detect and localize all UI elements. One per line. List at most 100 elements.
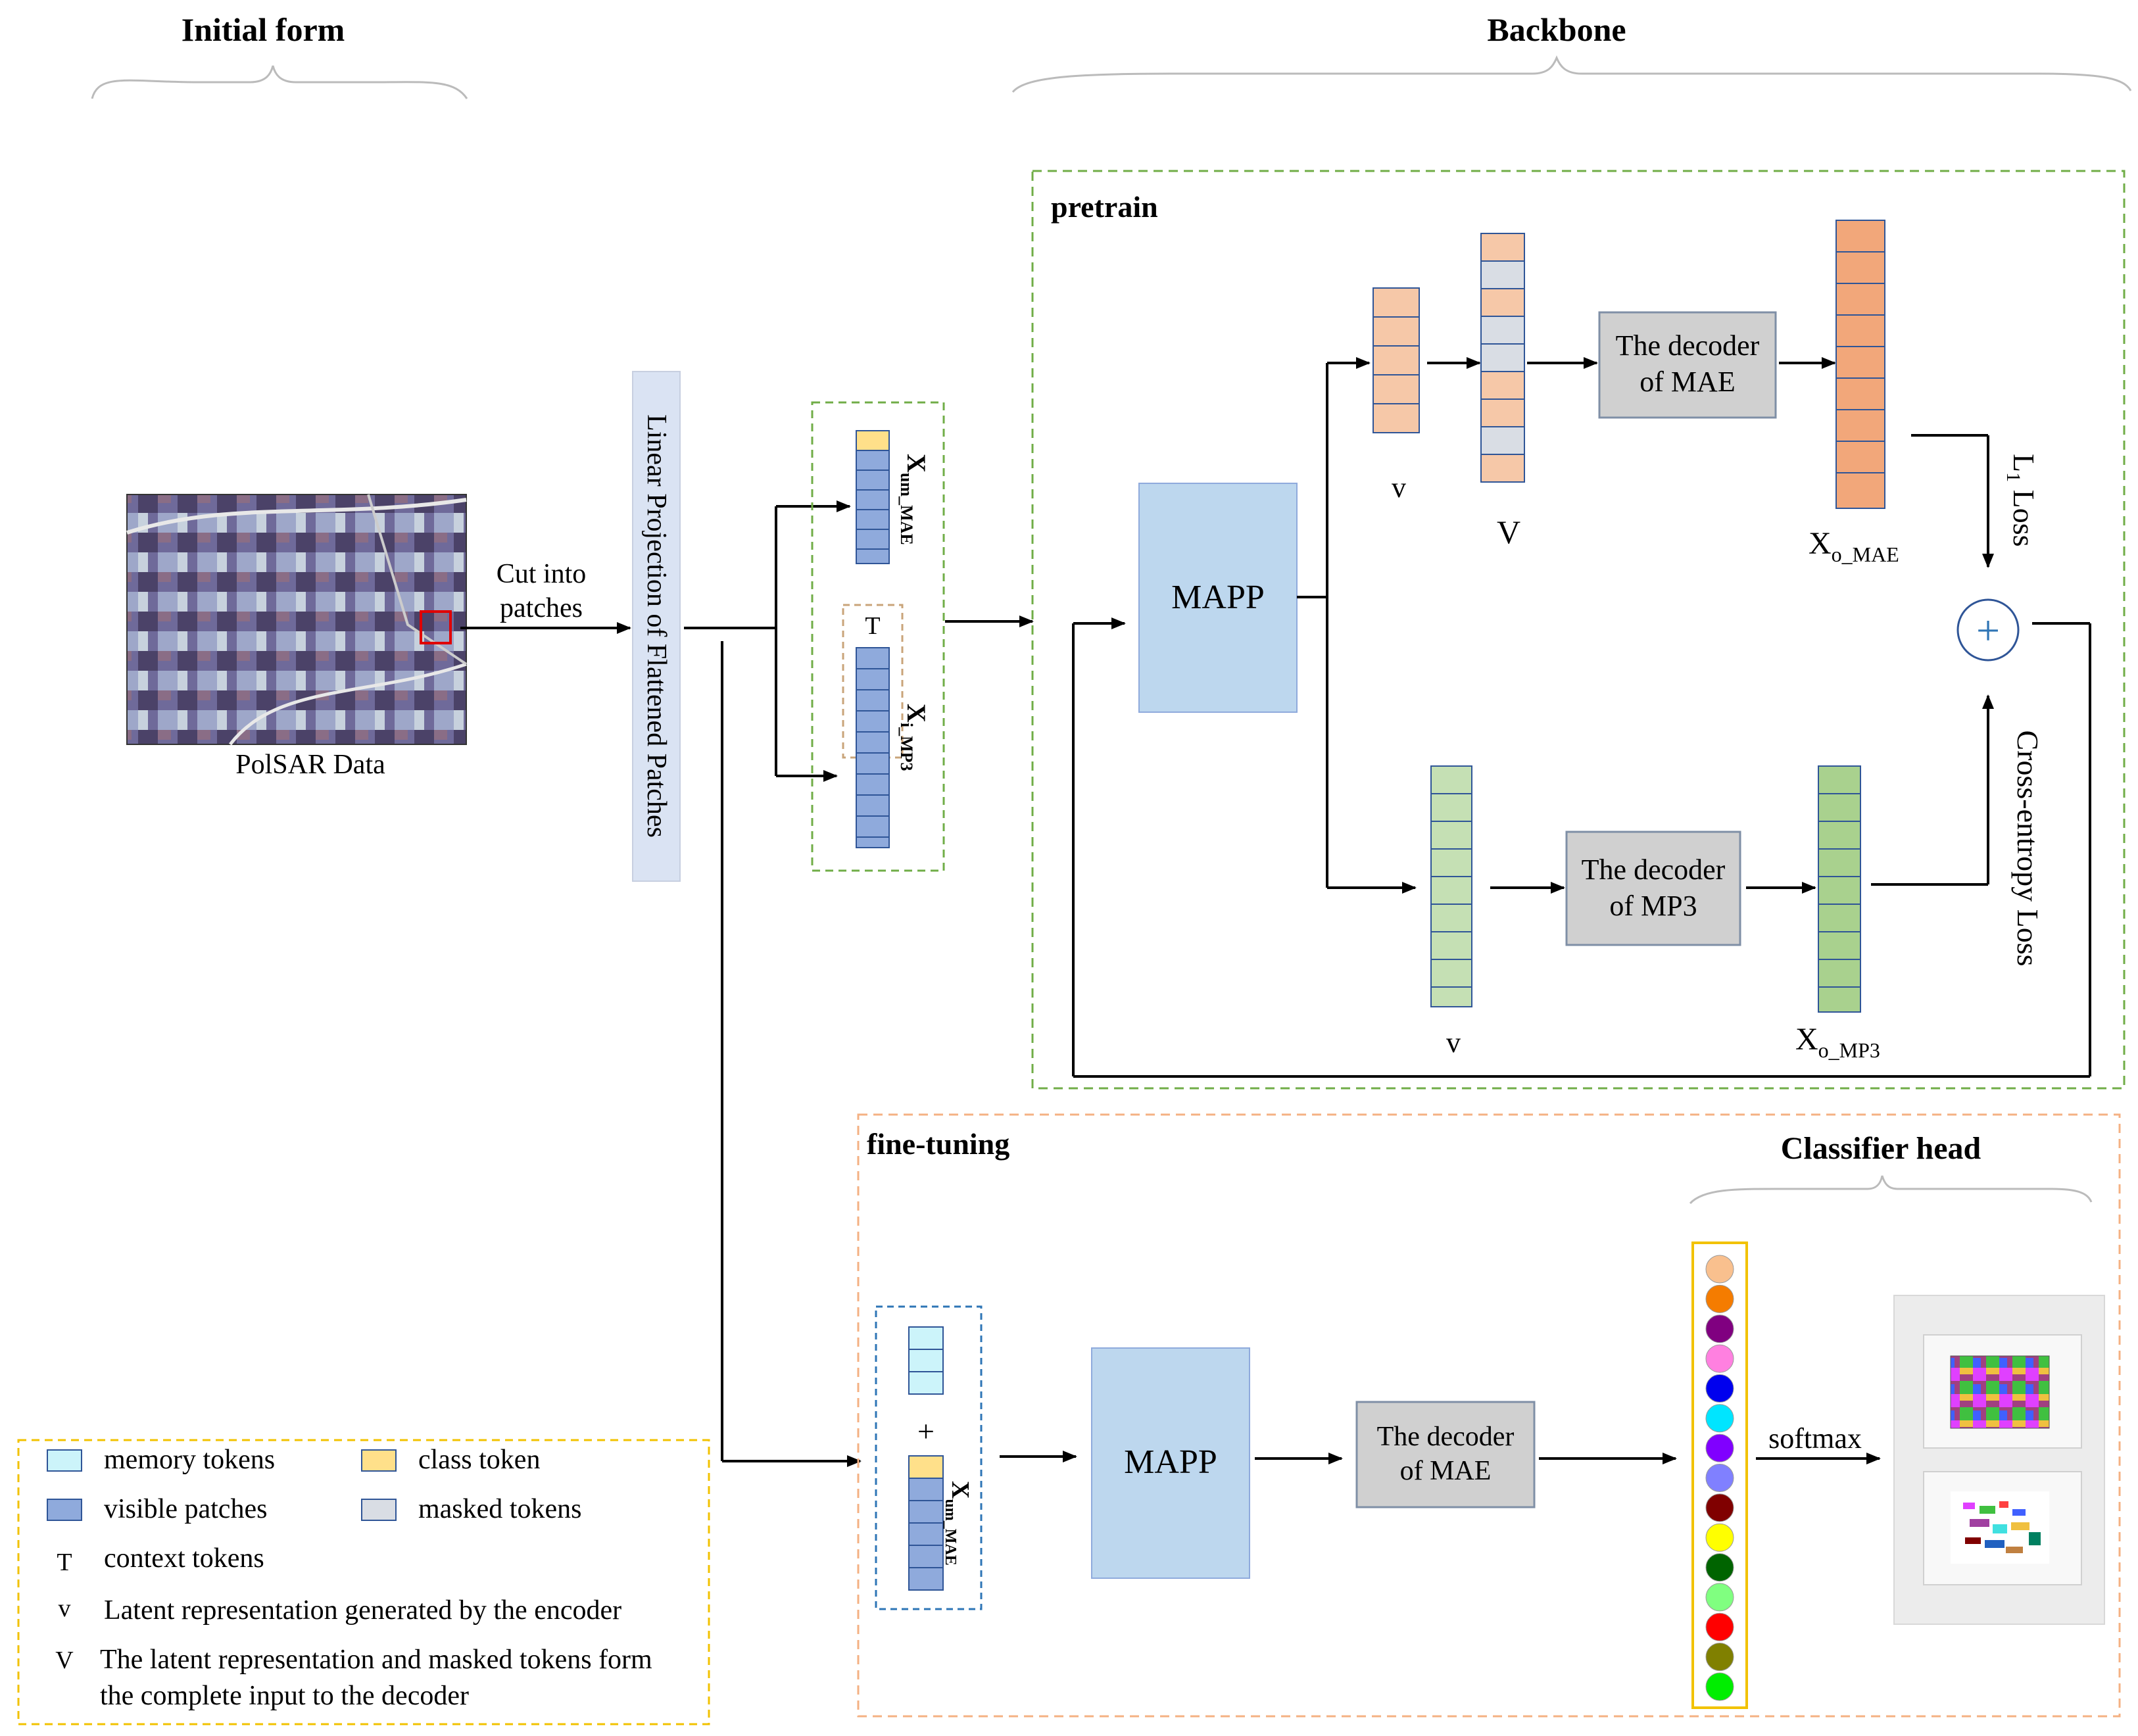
output-mp3-label: Xo_MP3	[1795, 1022, 1880, 1062]
class-color-dot	[1705, 1643, 1734, 1672]
finetune-x-label: Xum_MAE	[942, 1481, 974, 1566]
projection-branches	[684, 500, 862, 1467]
classifier-head-title: Classifier head	[1781, 1131, 1981, 1166]
pretrain-decoder-mae-line1: The decoder	[1616, 329, 1760, 362]
output-mp3-stack	[1818, 765, 1861, 1013]
x-mp3-label: Xi_MP3	[897, 704, 931, 771]
latent-v-label-top: v	[1392, 471, 1406, 504]
memory-token-stack	[908, 1326, 944, 1395]
output-map-1	[1950, 1355, 2050, 1429]
pretrain-box	[1031, 170, 2126, 1090]
x-mae-stack	[856, 430, 890, 564]
decoder-mp3-box	[1565, 831, 1741, 946]
context-token-label: T	[865, 612, 880, 640]
legend-memory-swatch	[47, 1449, 82, 1472]
backbone-brace	[1011, 55, 2132, 93]
mapp-branches	[1297, 357, 1417, 894]
legend-class-label: class token	[418, 1445, 540, 1475]
class-color-dot	[1705, 1523, 1734, 1552]
finetune-decoder-box	[1355, 1401, 1536, 1508]
svg-text:L1 Loss: L1 Loss	[2003, 454, 2041, 547]
class-color-dot	[1705, 1583, 1734, 1612]
class-color-dot	[1705, 1553, 1734, 1582]
classifier-head-brace	[1689, 1175, 2093, 1205]
feedback-loop	[1072, 617, 2091, 1078]
x-mae-label: Xum_MAE	[897, 454, 931, 545]
pretrain-mapp-label: MAPP	[1171, 579, 1265, 616]
inputs-box	[811, 401, 945, 872]
class-color-dot	[1705, 1612, 1734, 1641]
finetune-plus: +	[917, 1414, 935, 1448]
latent-v-stack-orange	[1373, 287, 1420, 433]
legend-masked-label: masked tokens	[418, 1494, 581, 1524]
finetune-x-stack	[908, 1455, 944, 1591]
output-mae-label: Xo_MAE	[1809, 526, 1899, 566]
ce-loss-path	[1871, 694, 1994, 886]
polsar-image	[126, 494, 468, 746]
l1-loss-path	[1911, 434, 1994, 568]
class-color-dot	[1705, 1284, 1734, 1313]
finetune-decoder-line2: of MAE	[1400, 1456, 1492, 1486]
patch-highlight	[420, 610, 452, 644]
legend-V-label-cont: the complete input to the decoder	[100, 1681, 469, 1711]
class-color-dot	[1705, 1672, 1734, 1701]
initial-form-header: Initial form	[91, 11, 468, 99]
x-mp3-stack	[856, 647, 890, 848]
decoder-mp3-line1: The decoder	[1582, 854, 1726, 886]
backbone-header: Backbone	[1011, 11, 2132, 93]
initial-form-brace	[91, 65, 468, 99]
class-color-dot	[1705, 1404, 1734, 1433]
legend-V-label: The latent representation and masked tok…	[100, 1645, 652, 1675]
finetune-title: fine-tuning	[867, 1127, 1009, 1161]
svg-text:Xum_MAE: Xum_MAE	[897, 454, 931, 545]
latent-v-label-bottom: v	[1446, 1026, 1461, 1059]
output-map-2	[1951, 1491, 2049, 1564]
linear-projection-label: Linear Projection of Flattened Patches	[641, 414, 671, 838]
finetune-box	[857, 1113, 2121, 1718]
output-mae-stack	[1835, 220, 1885, 509]
decoder-input-V-label: V	[1497, 514, 1520, 550]
finetune-mapp-label: MAPP	[1124, 1443, 1217, 1481]
class-color-dot	[1705, 1374, 1734, 1403]
legend-visible-swatch	[47, 1499, 82, 1521]
legend-memory-label: memory tokens	[104, 1445, 275, 1475]
initial-form-title: Initial form	[182, 11, 345, 48]
sum-plus: +	[1976, 607, 2000, 654]
legend-masked-swatch	[361, 1499, 397, 1521]
decoder-input-V-stack	[1480, 233, 1525, 483]
legend-visible-label: visible patches	[104, 1494, 267, 1524]
polsar-label: PolSAR Data	[235, 750, 385, 780]
backbone-title: Backbone	[1487, 11, 1626, 48]
l1-loss-label: L1 Loss	[2003, 454, 2041, 547]
softmax-label: softmax	[1768, 1422, 1862, 1455]
finetune-input-box	[875, 1305, 983, 1610]
legend-v-label: Latent representation generated by the e…	[104, 1595, 621, 1626]
sum-circle	[1956, 598, 2020, 662]
class-color-dot	[1705, 1464, 1734, 1492]
class-color-dot	[1705, 1344, 1734, 1373]
linear-projection-box	[632, 371, 681, 882]
svg-text:Xum_MAE: Xum_MAE	[942, 1481, 974, 1566]
finetune-decoder-line1: The decoder	[1377, 1422, 1515, 1452]
legend-context-symbol: T	[57, 1549, 72, 1576]
svg-text:Xi_MP3: Xi_MP3	[897, 704, 931, 771]
pretrain-decoder-mae-box	[1598, 311, 1777, 419]
pretrain-mapp-box	[1138, 483, 1298, 713]
legend-v-symbol: v	[59, 1595, 71, 1622]
class-color-dot	[1705, 1493, 1734, 1522]
decoder-mp3-line2: of MP3	[1609, 890, 1697, 922]
legend-class-swatch	[361, 1449, 397, 1472]
finetune-mapp-box	[1091, 1347, 1250, 1579]
legend-V-symbol: V	[55, 1647, 74, 1674]
legend-context-label: context tokens	[104, 1543, 264, 1574]
class-color-dot	[1705, 1314, 1734, 1343]
cut-into-label: Cut into	[497, 559, 587, 589]
patches-label: patches	[500, 593, 583, 623]
ce-loss-label: Cross-entropy Loss	[2011, 730, 2045, 966]
class-color-dots	[1705, 1255, 1734, 1701]
pretrain-title: pretrain	[1051, 190, 1158, 224]
latent-v-stack-green	[1430, 765, 1472, 1007]
class-color-dot	[1705, 1255, 1734, 1284]
legend-box	[17, 1439, 710, 1725]
